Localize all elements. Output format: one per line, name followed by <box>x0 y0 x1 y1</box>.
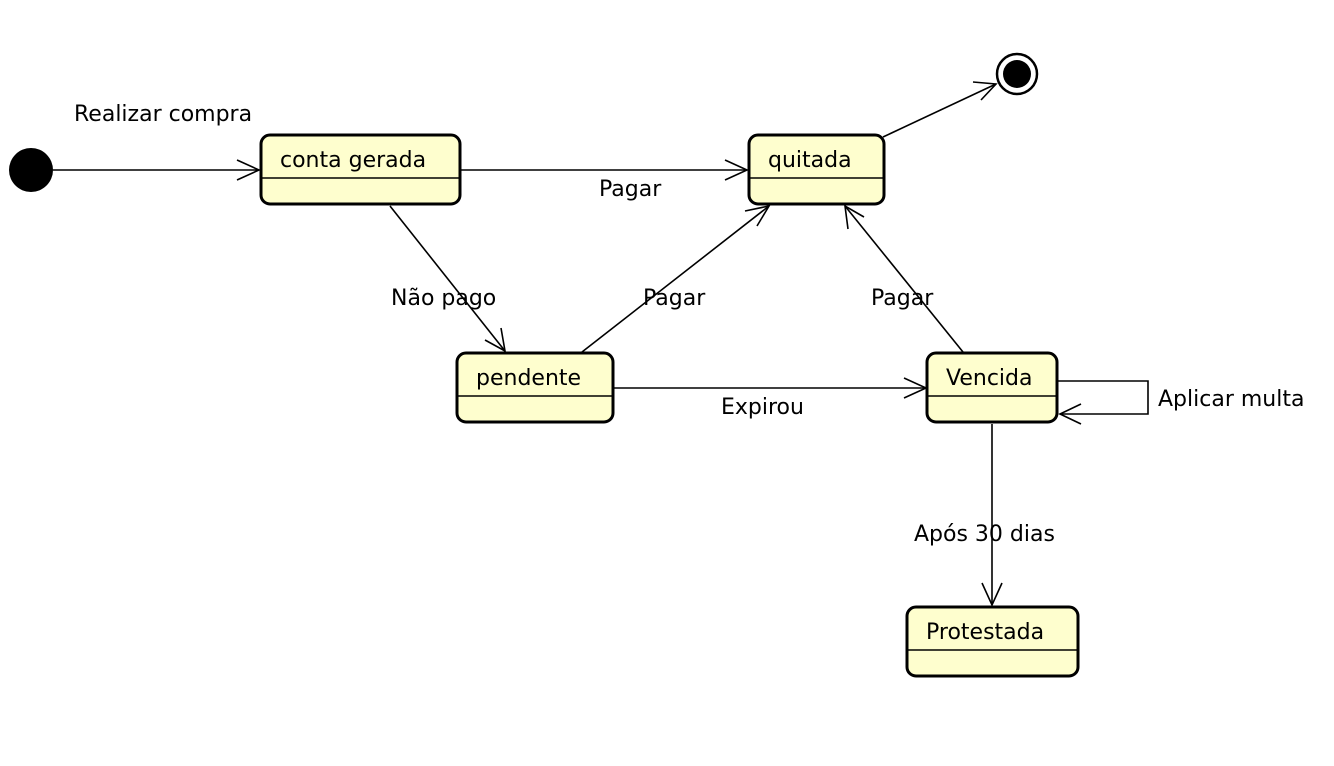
state-vencida-label: Vencida <box>946 366 1032 391</box>
label-realizar-compra: Realizar compra <box>74 102 252 127</box>
state-quitada: quitada <box>747 133 886 206</box>
label-pagar-vencida-quitada: Pagar <box>871 286 934 311</box>
edge-aplicar-multa <box>1058 380 1149 425</box>
state-conta-gerada: conta gerada <box>259 133 462 206</box>
final-state <box>995 52 1039 96</box>
label-aplicar-multa: Aplicar multa <box>1158 387 1304 412</box>
edge-apos-30-dias <box>981 424 1003 607</box>
state-pendente-label: pendente <box>476 366 581 391</box>
state-protestada-label: Protestada <box>926 620 1044 645</box>
initial-state <box>9 148 53 192</box>
edge-pagar-pendente-quitada <box>581 204 771 353</box>
state-vencida: Vencida <box>925 351 1059 424</box>
label-apos-30-dias: Após 30 dias <box>914 522 1055 547</box>
label-expirou: Expirou <box>721 395 804 420</box>
edge-realizar-compra <box>53 159 261 181</box>
edge-pagar-conta-quitada <box>461 159 749 181</box>
state-protestada: Protestada <box>905 605 1080 678</box>
label-pagar-pendente-quitada: Pagar <box>643 286 706 311</box>
edge-pagar-vencida-quitada <box>843 204 964 353</box>
label-pagar-conta-quitada: Pagar <box>599 177 662 202</box>
label-nao-pago: Não pago <box>391 286 496 311</box>
edge-nao-pago <box>389 205 507 353</box>
state-pendente: pendente <box>455 351 615 424</box>
state-quitada-label: quitada <box>768 148 852 173</box>
edge-quitada-final <box>882 81 998 138</box>
state-conta-gerada-label: conta gerada <box>280 148 426 173</box>
